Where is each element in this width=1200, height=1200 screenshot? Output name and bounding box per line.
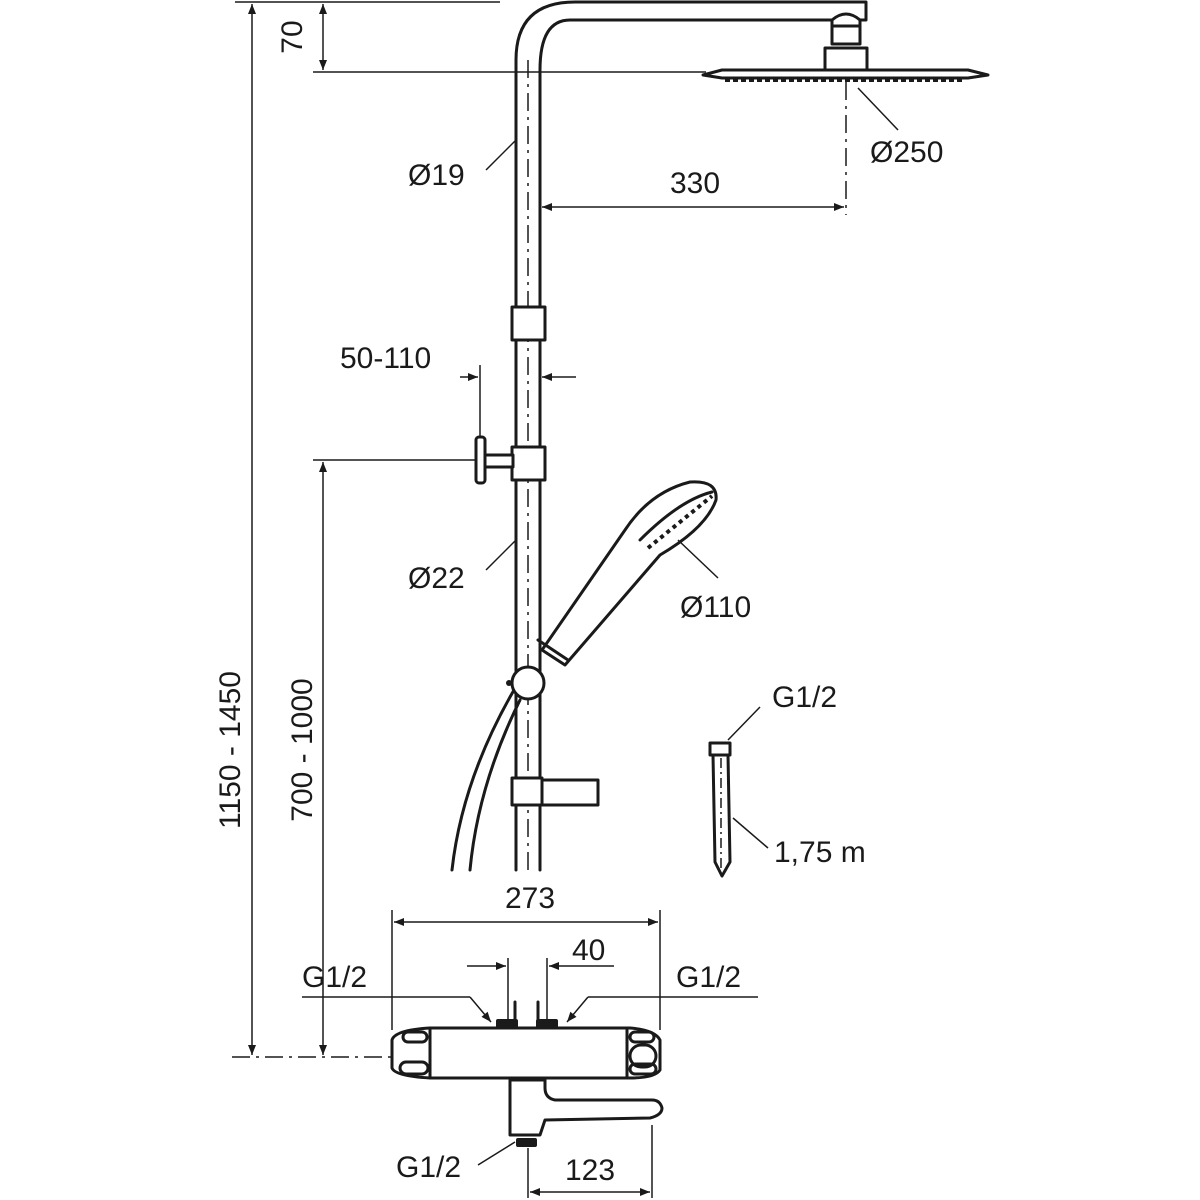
dim-330-label: 330	[670, 167, 720, 200]
soap-tray	[510, 776, 600, 807]
dimension-wall-distance: 50-110	[340, 342, 576, 437]
inlet-right-label: G1/2	[676, 961, 741, 994]
slider	[510, 665, 546, 701]
dim-123-label: 123	[565, 1154, 615, 1187]
dimension-inlet-spacing: 40	[467, 934, 614, 1022]
dimension-head-drop: 70	[235, 1, 706, 73]
dim-70-label: 70	[276, 20, 309, 53]
dim-hand-shower-label: Ø110	[680, 591, 751, 624]
thermostat-mixer	[390, 1000, 664, 1147]
shower-hose	[450, 688, 516, 872]
hand-shower	[506, 480, 718, 701]
dim-40-label: 40	[572, 934, 605, 967]
dimension-total-height: 1150 - 1450	[214, 3, 256, 1055]
dim-slider-height-label: 700 - 1000	[286, 678, 319, 821]
dim-pipe-upper-label: Ø19	[408, 159, 465, 192]
wall-bracket	[474, 435, 515, 485]
dim-273-label: 273	[505, 882, 555, 915]
dim-head-diameter-label: Ø250	[870, 136, 943, 169]
rail-sleeve-upper	[510, 305, 547, 342]
hose-length-label: 1,75 m	[774, 836, 866, 869]
dimension-arm-reach: 330	[542, 167, 844, 211]
shower-rail	[514, 0, 868, 872]
overhead-shower-head	[701, 12, 990, 215]
dim-pipe-lower-label: Ø22	[408, 562, 465, 595]
dim-total-height-label: 1150 - 1450	[214, 671, 247, 829]
hose-icon	[708, 741, 732, 878]
dimension-mixer-width: 273	[391, 882, 661, 1030]
rail-sleeve-lower	[510, 445, 547, 482]
outlet-bottom-label: G1/2	[396, 1151, 461, 1184]
inlet-left-label: G1/2	[302, 961, 367, 994]
dim-wall-distance-label: 50-110	[340, 342, 431, 375]
dimension-spout-projection: 123	[527, 1125, 653, 1198]
hose-thread-label: G1/2	[772, 681, 837, 714]
